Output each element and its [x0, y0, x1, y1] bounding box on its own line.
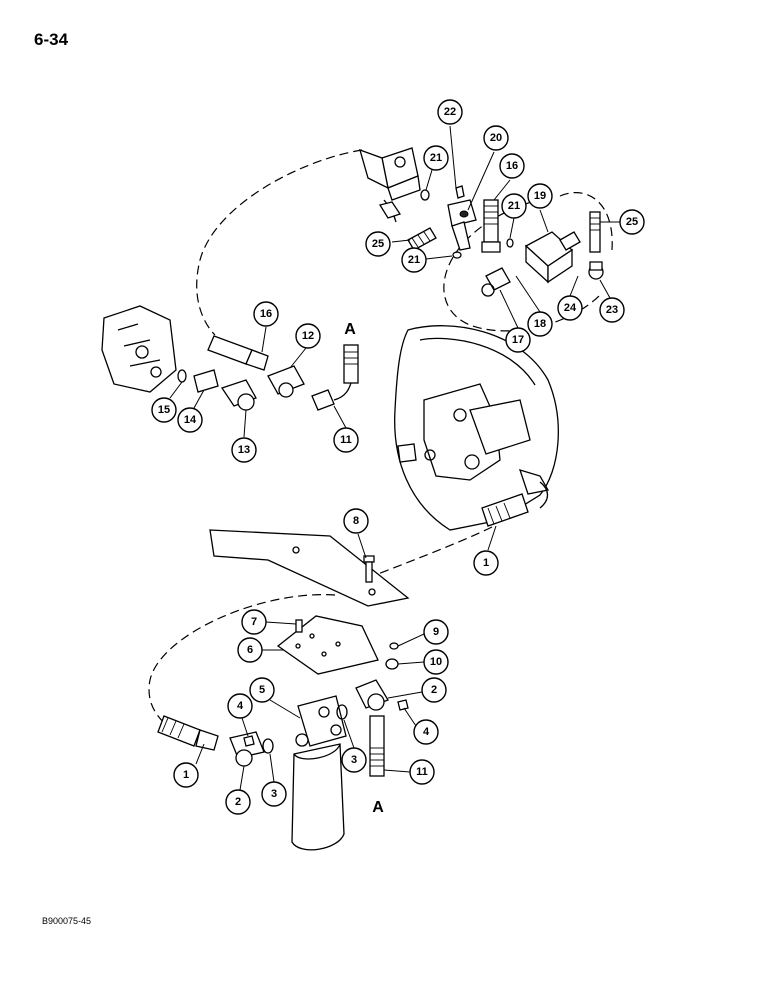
callout: 12 [289, 323, 321, 369]
filter-fittings [157, 679, 409, 777]
svg-text:21: 21 [430, 152, 442, 164]
lockwasher-nut [385, 642, 399, 670]
callout: 7 [241, 609, 297, 635]
svg-text:5: 5 [259, 684, 265, 696]
svg-text:10: 10 [430, 656, 442, 668]
svg-text:22: 22 [444, 106, 456, 118]
capscrew-7 [295, 619, 303, 633]
callout: 4 [227, 693, 253, 737]
connection-letter-lower: A [372, 799, 384, 816]
hose-routing-right [443, 197, 601, 332]
restrictor-fitting [455, 185, 465, 199]
svg-text:24: 24 [564, 302, 577, 314]
hose-routing-lower [148, 594, 336, 729]
svg-text:25: 25 [626, 216, 638, 228]
elbow-fitting-23 [588, 261, 604, 280]
callout: 16 [253, 301, 279, 353]
svg-text:20: 20 [490, 132, 502, 144]
svg-text:15: 15 [158, 404, 170, 416]
control-valve-assembly-left [101, 305, 177, 393]
callout: 21 [401, 247, 453, 273]
figure-code: B900075-45 [42, 916, 92, 926]
callout: 17 [499, 289, 531, 353]
frame-member [209, 529, 410, 607]
mounting-bracket-6 [276, 615, 379, 675]
svg-text:23: 23 [606, 304, 618, 316]
filter-head-5 [295, 695, 347, 747]
callout: 19 [527, 183, 553, 233]
callout: 13 [231, 409, 257, 463]
callout: 9 [397, 619, 449, 647]
svg-text:9: 9 [433, 626, 439, 638]
callout: 16 [493, 153, 525, 201]
callout: 2 [225, 765, 251, 815]
svg-text:1: 1 [183, 769, 189, 781]
callout: 5 [249, 677, 301, 719]
svg-text:25: 25 [372, 238, 384, 250]
callout: 15 [151, 381, 183, 423]
callout: 3 [341, 719, 367, 773]
callout: 14 [177, 389, 205, 433]
svg-text:2: 2 [431, 684, 437, 696]
callout: 25 [600, 209, 645, 235]
elbow-fitting-17 [481, 267, 511, 297]
callout: 11 [383, 759, 435, 785]
svg-text:3: 3 [271, 788, 277, 800]
svg-text:17: 17 [512, 334, 524, 346]
callout: 24 [557, 275, 583, 321]
svg-text:1: 1 [483, 557, 489, 569]
orings-upper [420, 189, 514, 259]
svg-text:3: 3 [351, 754, 357, 766]
svg-text:12: 12 [302, 330, 314, 342]
callout: 11 [333, 405, 359, 453]
svg-text:21: 21 [508, 200, 520, 212]
callout: 18 [515, 275, 553, 337]
left-line-fittings [177, 335, 359, 411]
filter-element [291, 743, 345, 851]
svg-text:8: 8 [353, 515, 359, 527]
callout: 21 [423, 145, 449, 191]
manifold-block-19 [524, 231, 581, 284]
svg-text:4: 4 [423, 726, 430, 738]
callout: 25 [365, 231, 411, 257]
callout: 1 [473, 525, 499, 576]
connection-letter-upper: A [344, 321, 356, 338]
page-number: 6-34 [34, 30, 69, 49]
adapter-fitting-25-right [589, 211, 601, 253]
callout: 21 [501, 193, 527, 239]
svg-text:2: 2 [235, 796, 241, 808]
adapter-fitting-25-left [407, 227, 437, 251]
callout: 20 [467, 125, 509, 211]
tee-fitting-upper [447, 199, 477, 251]
svg-text:16: 16 [260, 308, 272, 320]
callout: 4 [403, 707, 439, 745]
callout: 22 [437, 99, 463, 189]
callout: 8 [343, 508, 369, 559]
callout: 23 [599, 279, 625, 323]
svg-text:4: 4 [237, 700, 244, 712]
hose-routing-right-loop [559, 192, 613, 251]
svg-text:11: 11 [416, 766, 428, 778]
callout: 3 [261, 753, 287, 807]
transmission-housing [394, 325, 559, 531]
svg-text:6: 6 [247, 644, 253, 656]
svg-text:19: 19 [534, 190, 546, 202]
svg-text:7: 7 [251, 616, 257, 628]
callout: 6 [237, 637, 284, 663]
capscrew-8 [363, 555, 375, 583]
svg-text:13: 13 [238, 444, 250, 456]
callout: 10 [397, 649, 449, 675]
svg-text:18: 18 [534, 318, 546, 330]
svg-text:16: 16 [506, 160, 518, 172]
svg-text:21: 21 [408, 254, 420, 266]
solenoid-valve-block [359, 147, 421, 223]
callout: 1 [173, 743, 205, 788]
callout: 2 [387, 677, 447, 703]
hose-routing-upper [196, 149, 363, 336]
hose-assembly-1-upper [481, 469, 550, 527]
svg-text:14: 14 [184, 414, 197, 426]
hose-end-fitting-16 [481, 199, 501, 253]
svg-text:11: 11 [340, 434, 352, 446]
